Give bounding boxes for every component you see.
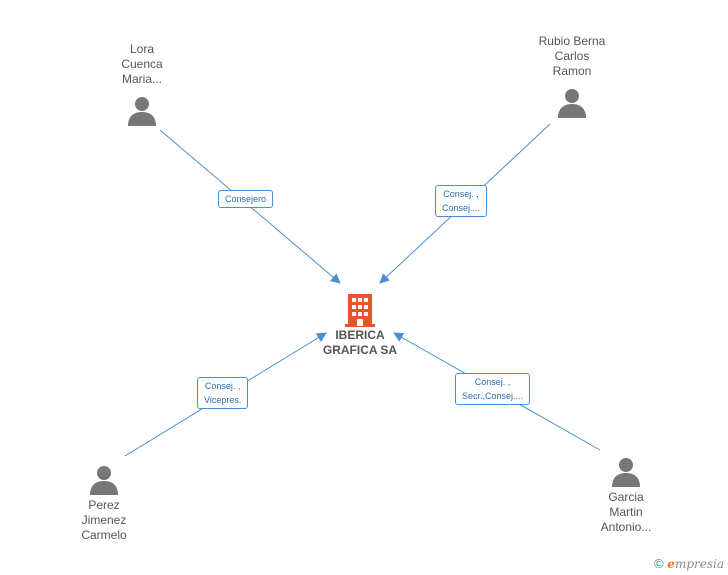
person-node-rubio[interactable]: Rubio Berna Carlos Ramon — [522, 34, 622, 119]
person-name-line: Perez — [88, 498, 120, 512]
role-line: Consejero — [225, 194, 267, 204]
person-node-lora[interactable]: Lora Cuenca Maria... — [102, 42, 182, 127]
role-label-garcia[interactable]: Consej. , Secr.,Consej.... — [455, 373, 531, 405]
person-icon — [90, 466, 118, 495]
person-name-line: Cuenca — [121, 57, 163, 71]
person-name-line: Jimenez — [81, 513, 127, 527]
person-icon — [558, 89, 586, 118]
person-name-line: Martin — [609, 505, 643, 519]
copyright-icon: © — [654, 556, 664, 571]
role-line: Consej.... — [442, 203, 481, 213]
person-name-line: Carlos — [554, 49, 590, 63]
company-name-line: GRAFICA SA — [322, 343, 398, 357]
role-label-lora[interactable]: Consejero — [218, 190, 274, 208]
person-name-line: Rubio Berna — [538, 34, 606, 48]
person-name-line: Carmelo — [81, 528, 127, 542]
role-line: Vicepres. — [204, 395, 242, 405]
role-label-perez[interactable]: Consej. , Vicepres. — [197, 377, 249, 409]
person-node-perez[interactable]: Perez Jimenez Carmelo — [64, 464, 144, 543]
person-node-garcia[interactable]: Garcia Martin Antonio... — [586, 456, 666, 535]
role-line: Secr.,Consej.... — [462, 391, 524, 401]
building-icon — [345, 294, 375, 327]
person-icon — [128, 97, 156, 126]
company-node[interactable]: IBERICA GRAFICA SA — [318, 292, 402, 358]
role-line: Consej. , — [204, 381, 241, 391]
person-name-line: Maria... — [121, 72, 162, 86]
person-name-line: Ramon — [552, 64, 592, 78]
person-name-line: Antonio... — [600, 520, 652, 534]
person-name-line: Lora — [129, 42, 155, 56]
role-line: Consej. , — [443, 189, 479, 199]
person-icon — [612, 458, 640, 487]
person-name-line: Garcia — [608, 490, 644, 504]
brand-logo: empresia — [667, 557, 724, 571]
company-name-line: IBERICA — [335, 328, 385, 342]
role-line: Consej. , — [474, 377, 511, 387]
role-label-rubio[interactable]: Consej. , Consej.... — [435, 185, 488, 217]
copyright-footer: © empresia — [654, 556, 724, 571]
